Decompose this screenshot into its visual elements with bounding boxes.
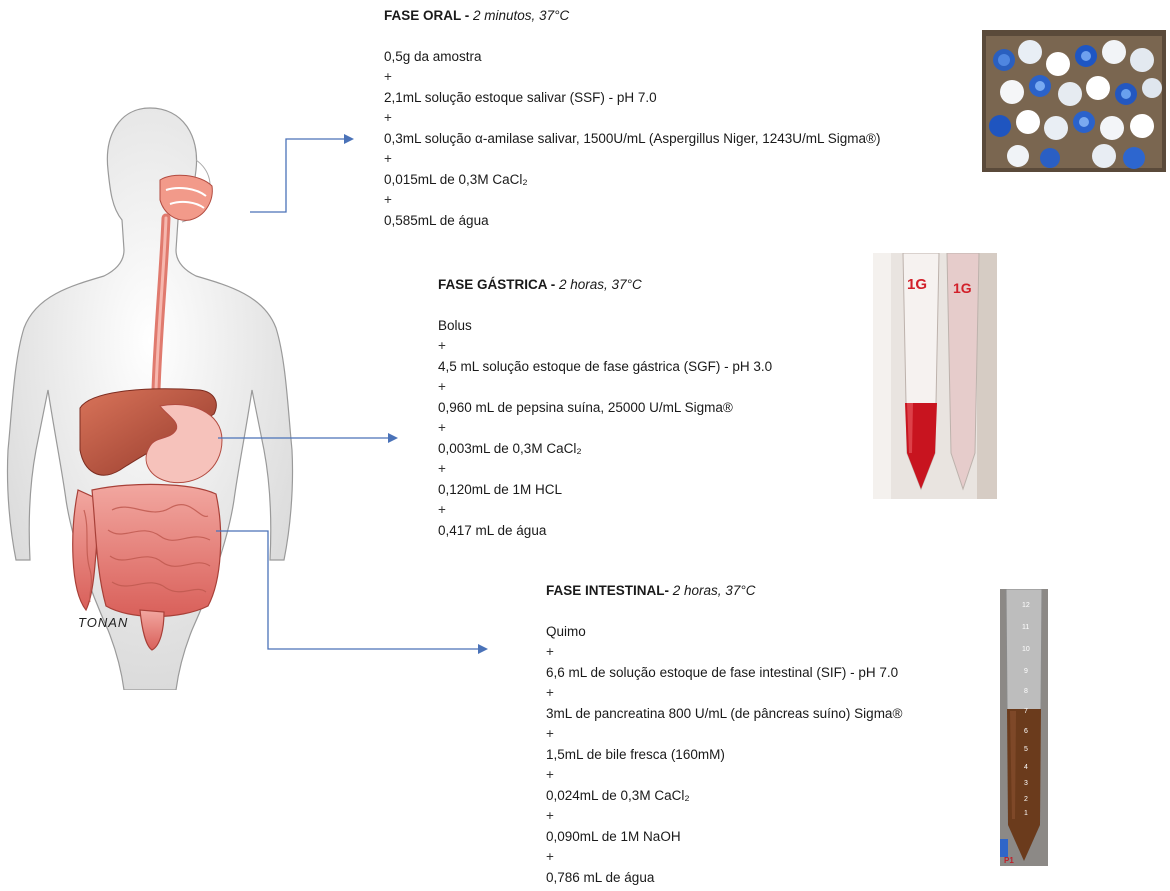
scale-label: 12: [1022, 602, 1030, 609]
gastric-tube-2-label: 1G: [953, 280, 972, 296]
gastric-item: 0,003mL de 0,3M CaCl₂: [438, 439, 772, 460]
gastric-item: 0,120mL de 1M HCL: [438, 480, 772, 501]
plus-sign: +: [438, 377, 772, 398]
gastric-phase-photo: 1G 1G: [873, 253, 997, 499]
intestinal-item: 1,5mL de bile fresca (160mM): [546, 745, 902, 766]
gastric-item: 0,960 mL de pepsina suína, 25000 U/mL Si…: [438, 398, 772, 419]
plus-sign: +: [438, 500, 772, 521]
scale-label: 3: [1024, 780, 1028, 787]
phase-intestinal-title: FASE INTESTINAL- 2 horas, 37°C: [546, 581, 902, 602]
scale-label: 5: [1024, 746, 1028, 753]
scale-label: 1: [1024, 810, 1028, 817]
scale-label: 7: [1024, 708, 1028, 715]
phase-intestinal: FASE INTESTINAL- 2 horas, 37°C Quimo + 6…: [546, 581, 902, 888]
plus-sign: +: [546, 806, 902, 827]
gastric-item: 0,417 mL de água: [438, 521, 772, 542]
oral-item: 0,5g da amostra: [384, 47, 880, 68]
arrow-oral: [250, 139, 352, 212]
plus-sign: +: [384, 149, 880, 170]
arrow-intestinal: [216, 531, 486, 649]
phase-gastric-title: FASE GÁSTRICA - 2 horas, 37°C: [438, 275, 772, 296]
scale-label: 9: [1024, 668, 1028, 675]
plus-sign: +: [546, 765, 902, 786]
plus-sign: +: [438, 418, 772, 439]
scale-label: 2: [1024, 796, 1028, 803]
oral-item: 2,1mL solução estoque salivar (SSF) - pH…: [384, 88, 880, 109]
plus-sign: +: [384, 190, 880, 211]
plus-sign: +: [546, 847, 902, 868]
intestinal-phase-photo: 12 11 10 9 8 7 6 5 4 3 2 1 P1: [1000, 589, 1048, 866]
phase-oral: FASE ORAL - 2 minutos, 37°C 0,5g da amos…: [384, 6, 880, 231]
gastric-item: Bolus: [438, 316, 772, 337]
plus-sign: +: [438, 459, 772, 480]
gastric-tube-1-label: 1G: [907, 276, 927, 293]
phase-gastric: FASE GÁSTRICA - 2 horas, 37°C Bolus + 4,…: [438, 275, 772, 541]
intestinal-tube-label: P1: [1004, 856, 1014, 865]
intestinal-item: 3mL de pancreatina 800 U/mL (de pâncreas…: [546, 704, 902, 725]
oral-item: 0,585mL de água: [384, 211, 880, 232]
oral-item: 0,015mL de 0,3M CaCl₂: [384, 170, 880, 191]
scale-label: 10: [1022, 646, 1030, 653]
scale-label: 6: [1024, 728, 1028, 735]
scale-label: 8: [1024, 688, 1028, 695]
oral-item: 0,3mL solução α-amilase salivar, 1500U/m…: [384, 129, 880, 150]
intestinal-item: 0,024mL de 0,3M CaCl₂: [546, 786, 902, 807]
plus-sign: +: [546, 724, 902, 745]
intestinal-item: 0,786 mL de água: [546, 868, 902, 889]
plus-sign: +: [384, 67, 880, 88]
intestinal-item: Quimo: [546, 622, 902, 643]
oral-phase-photo: [982, 30, 1166, 172]
intestinal-item: 0,090mL de 1M NaOH: [546, 827, 902, 848]
plus-sign: +: [546, 683, 902, 704]
gastric-item: 4,5 mL solução estoque de fase gástrica …: [438, 357, 772, 378]
scale-label: 4: [1024, 764, 1028, 771]
scale-label: 11: [1022, 624, 1029, 631]
plus-sign: +: [546, 642, 902, 663]
plus-sign: +: [384, 108, 880, 129]
plus-sign: +: [438, 336, 772, 357]
intestinal-item: 6,6 mL de solução estoque de fase intest…: [546, 663, 902, 684]
phase-oral-title: FASE ORAL - 2 minutos, 37°C: [384, 6, 880, 27]
